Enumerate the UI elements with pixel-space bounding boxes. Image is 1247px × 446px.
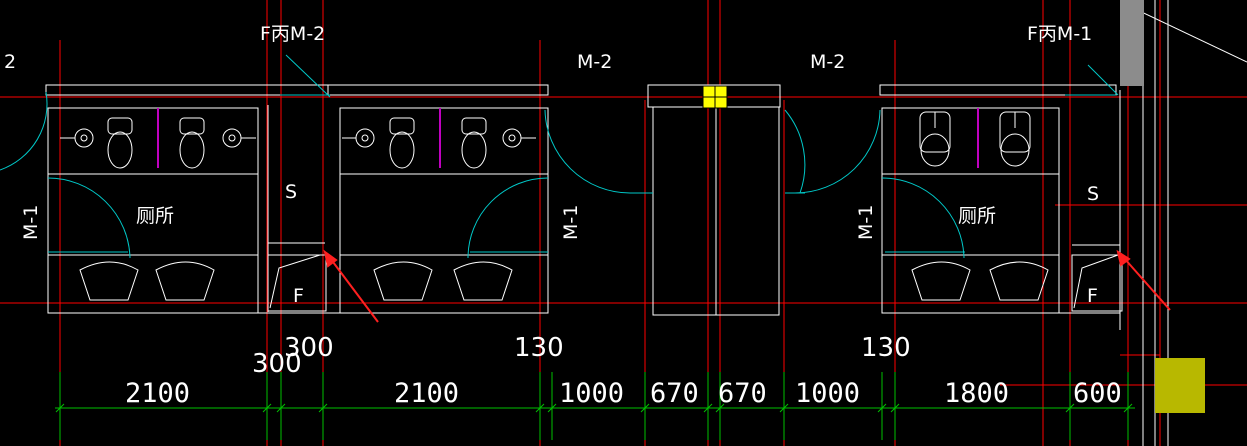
dim-600: 600 (1073, 378, 1122, 409)
right-column-shade (1120, 0, 1144, 86)
door-label-m1-b: M-1 (560, 205, 582, 240)
door-label-m1-a: M-1 (20, 205, 42, 240)
edge-label: 2 (4, 51, 16, 73)
shaft-label-f-a: F (293, 285, 304, 307)
dim-670-b: 670 (718, 378, 767, 409)
middle-toilet-unit (267, 84, 549, 314)
door-label-m2-a: M-2 (577, 51, 612, 73)
door-swings (0, 54, 1119, 259)
stall-partitions (157, 108, 979, 168)
dim-1000-a: 1000 (559, 378, 624, 409)
fire-door-label-1: F丙M-1 (1027, 23, 1092, 45)
dim-upper-130-b: 130 (861, 333, 911, 363)
shaft-label-s-a: S (285, 181, 297, 203)
dimension-line (55, 372, 1135, 440)
shaft-label-f-b: F (1087, 285, 1098, 307)
door-label-m2-b: M-2 (810, 51, 845, 73)
dim-upper-130-a: 130 (514, 333, 564, 363)
dim-upper-300-b: 300 (284, 333, 334, 363)
dim-1000-b: 1000 (795, 378, 860, 409)
leader-arrows (323, 249, 1171, 323)
dim-upper-300-a: 300 (252, 349, 302, 379)
dim-1800: 1800 (944, 378, 1009, 409)
dim-2100-a: 2100 (125, 378, 190, 409)
dim-2100-b: 2100 (394, 378, 459, 409)
fire-door-label-2: F丙M-2 (260, 23, 325, 45)
room-label-toilet-a: 厕所 (136, 205, 174, 227)
door-label-m1-c: M-1 (855, 205, 877, 240)
fixtures (60, 111, 1049, 301)
room-label-toilet-b: 厕所 (958, 205, 996, 227)
dim-670-a: 670 (650, 378, 699, 409)
right-toilet-unit (879, 84, 1123, 330)
shaft-label-s-b: S (1087, 183, 1099, 205)
column-marker-right (1155, 358, 1205, 413)
